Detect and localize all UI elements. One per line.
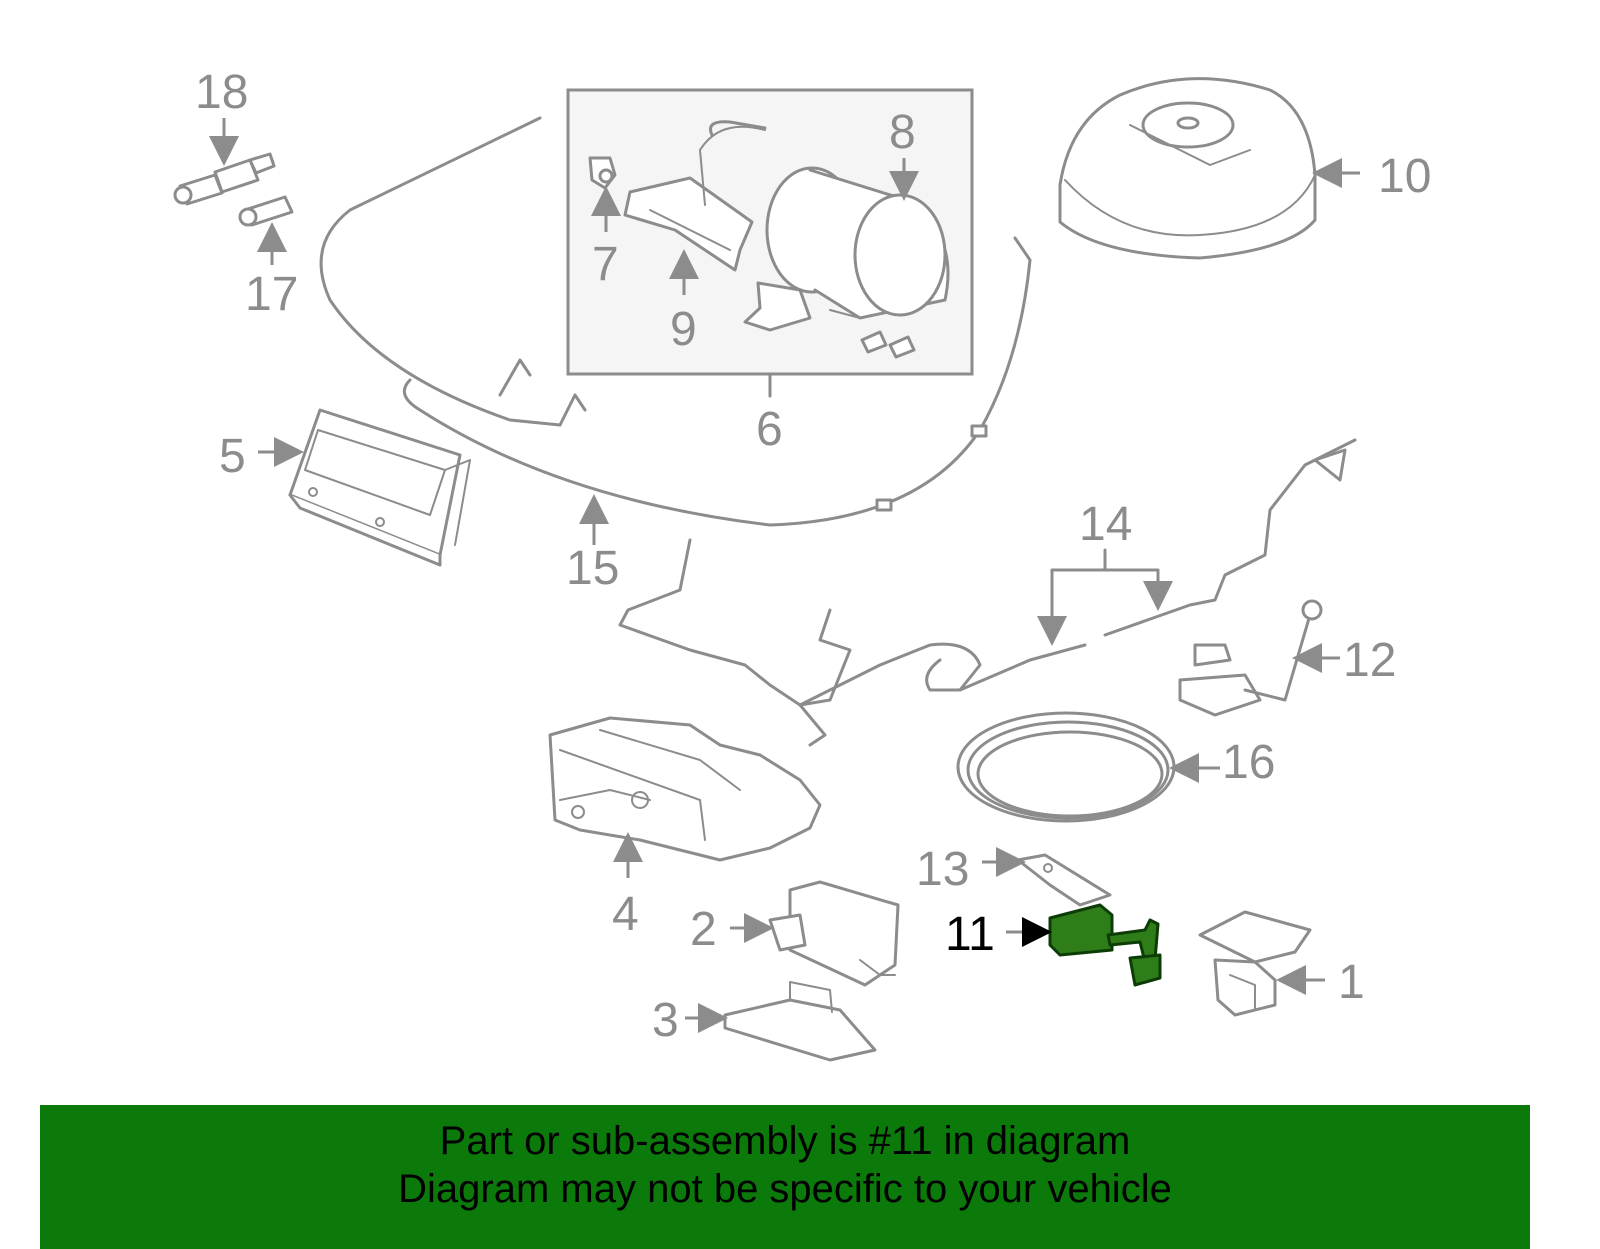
callout-12: 12: [1343, 634, 1396, 687]
callout-3: 3: [652, 994, 679, 1047]
part-5-control-module[interactable]: [288, 408, 471, 567]
callout-15: 15: [566, 542, 619, 595]
part-2-sensor-module[interactable]: [768, 880, 900, 987]
callout-16: 16: [1222, 736, 1275, 789]
callout-14: 14: [1079, 498, 1132, 551]
part-15-hose[interactable]: [319, 116, 1032, 527]
part-4-compressor[interactable]: [548, 716, 822, 862]
callout-7: 7: [592, 238, 619, 291]
callout-17: 17: [245, 268, 298, 321]
callout-13: 13: [916, 843, 969, 896]
callout-9: 9: [670, 303, 697, 356]
banner-text: Part or sub-assembly is #11 in diagram D…: [40, 1117, 1530, 1213]
part-17-fitting[interactable]: [238, 195, 294, 227]
callout-6: 6: [756, 403, 783, 456]
banner-line-2: Diagram may not be specific to your vehi…: [398, 1167, 1172, 1211]
info-banner: Part or sub-assembly is #11 in diagram D…: [40, 1105, 1530, 1249]
part-1-sensor[interactable]: [1198, 910, 1312, 1017]
callout-10: 10: [1378, 150, 1431, 203]
part-9-valve-block[interactable]: [623, 120, 767, 272]
part-3-bracket[interactable]: [723, 981, 877, 1062]
part-11-highlighted-sensor[interactable]: [1048, 903, 1162, 987]
part-18-fitting[interactable]: [173, 152, 276, 206]
part-12-height-sensor[interactable]: [1178, 599, 1323, 717]
callout-11: 11: [945, 908, 995, 961]
banner-line-1: Part or sub-assembly is #11 in diagram: [439, 1119, 1131, 1163]
part-10-cover[interactable]: [1058, 77, 1317, 260]
part-14-air-lines[interactable]: [618, 438, 1357, 747]
callout-8: 8: [889, 106, 916, 159]
part-8-air-tank[interactable]: [743, 166, 950, 359]
part-16-tubing[interactable]: [956, 711, 1176, 823]
part-7-bolt[interactable]: [588, 156, 617, 190]
callout-4: 4: [612, 888, 639, 941]
part-13-bracket[interactable]: [1016, 853, 1112, 907]
callout-1: 1: [1338, 956, 1365, 1009]
callout-18: 18: [195, 66, 248, 119]
callout-2: 2: [690, 903, 717, 956]
callout-5: 5: [219, 430, 246, 483]
